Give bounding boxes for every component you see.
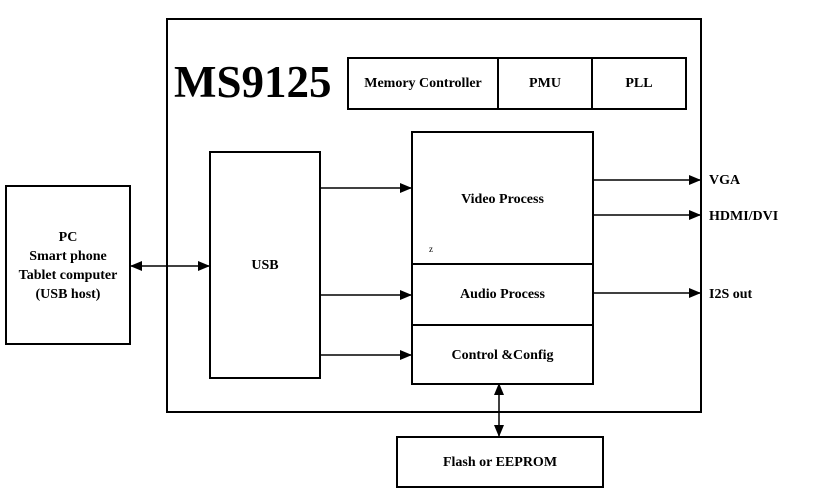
video-process-mark: z [429,244,433,254]
pll-label: PLL [625,76,653,91]
pmu-label: PMU [529,76,561,91]
chip-boundary [166,18,702,413]
usb-label: USB [251,258,279,273]
video-process-block [411,131,594,265]
usb-host-label: PC Smart phone Tablet computer (USB host… [5,228,131,304]
audio-process-label: Audio Process [460,287,545,302]
host-line-phone: Smart phone [29,249,107,264]
control-config-block [411,324,594,385]
flash-eeprom-label: Flash or EEPROM [442,455,558,470]
usb-host-box [5,185,131,345]
host-line-tablet: Tablet computer [18,268,118,283]
memory-controller-label: Memory Controller [364,76,482,91]
host-line-usb-host: (USB host) [35,287,101,302]
host-line-pc: PC [58,230,78,245]
hdmi-output-label: HDMI/DVI [709,209,779,224]
divider [497,57,499,110]
video-process-label: Video Process [461,192,544,207]
usb-block [209,151,321,379]
control-config-label: Control &Config [451,348,554,363]
audio-process-block [411,263,594,326]
vga-output-label: VGA [709,173,741,188]
flash-eeprom-block [396,436,604,488]
divider [591,57,593,110]
chip-title: MS9125 [174,57,332,107]
i2s-output-label: I2S out [709,287,753,302]
top-blocks-row [347,57,687,110]
